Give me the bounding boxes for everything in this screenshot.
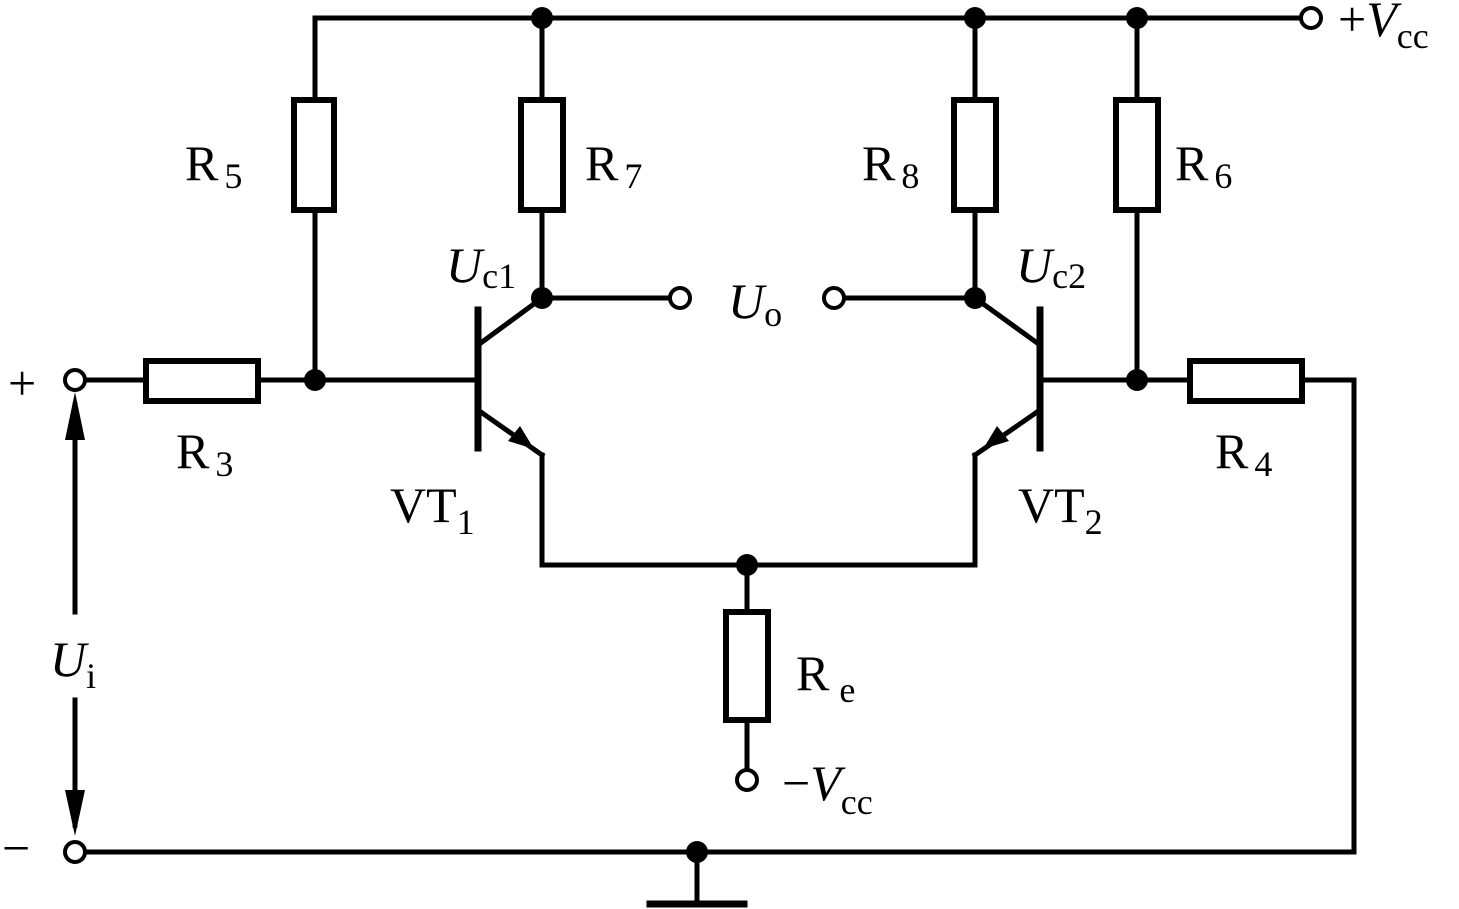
resistor-r4 — [1187, 358, 1305, 404]
resistor-r8 — [951, 97, 999, 213]
vcc-symbol: V — [1366, 0, 1402, 47]
transistor-vt1 — [474, 294, 546, 459]
vt2-label: VT2 — [1018, 477, 1103, 542]
input-minus-terminal — [63, 840, 87, 864]
ground-rail — [85, 849, 1357, 908]
vcc-sub: cc — [1397, 16, 1429, 56]
emitter-arrow-vt1 — [508, 426, 534, 449]
resistor-r3 — [143, 358, 261, 404]
input-minus-label: − — [2, 820, 30, 876]
resistor-re — [723, 609, 771, 723]
neg-supply-terminal — [735, 768, 759, 792]
vcc-terminal — [1299, 6, 1323, 30]
output-terminal-right — [822, 286, 846, 310]
output-label: Uo — [728, 273, 782, 334]
input-plus-terminal — [63, 368, 87, 392]
junction-dots — [304, 7, 1148, 863]
vcc-label: +Vcc — [1338, 0, 1429, 56]
input-plus-label: + — [8, 355, 36, 411]
emitter-arrow-vt2 — [983, 426, 1009, 449]
uc2-label: Uc2 — [1016, 237, 1086, 296]
resistor-r6 — [1113, 97, 1161, 213]
input-wire-r4 — [1037, 377, 1357, 855]
terminals — [63, 6, 1323, 864]
transistor-vt2 — [971, 294, 1044, 459]
resistor-r7 — [518, 97, 566, 213]
resistor-r5 — [291, 97, 337, 213]
uc1-label: Uc1 — [446, 237, 516, 296]
vcc-sign: + — [1338, 0, 1366, 47]
input-voltage-arrow — [65, 392, 85, 836]
ui-label: Ui — [50, 631, 96, 696]
output-terminal-left — [668, 286, 692, 310]
vt1-label: VT1 — [390, 477, 475, 542]
neg-vcc-label: −Vcc — [782, 755, 873, 822]
